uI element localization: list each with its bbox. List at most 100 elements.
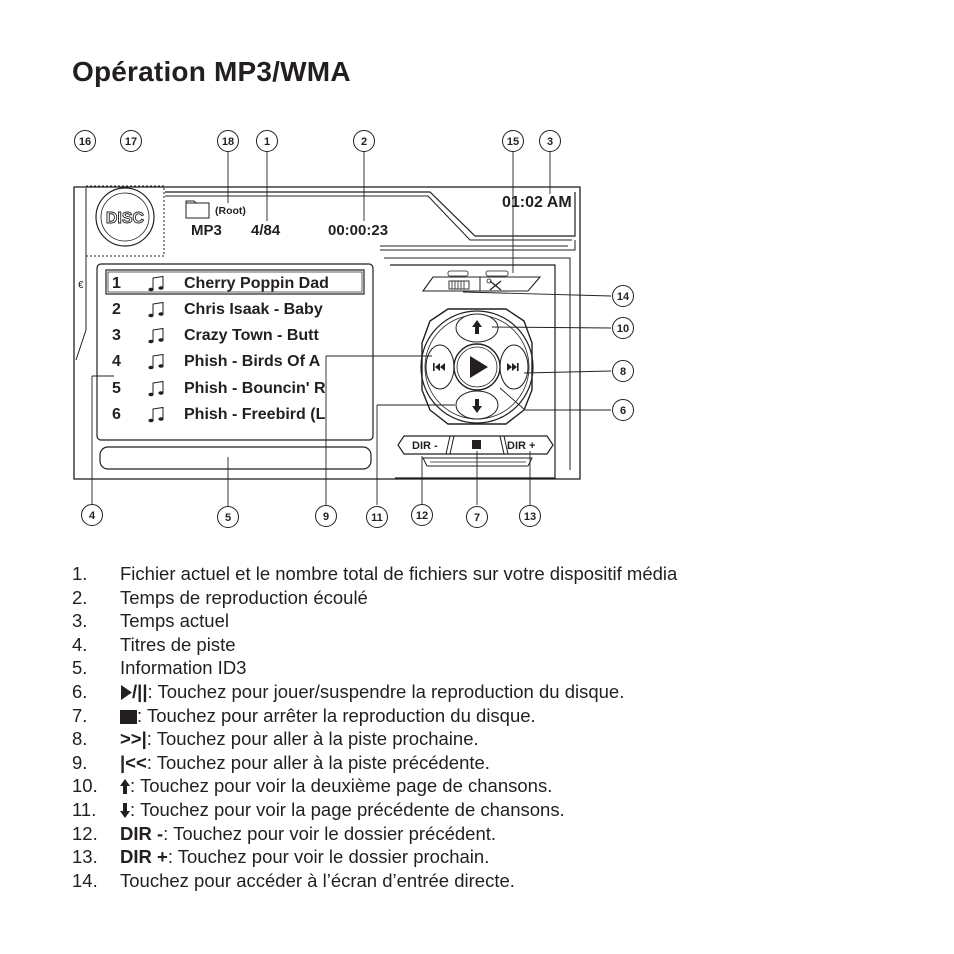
track-number: 2 bbox=[112, 301, 121, 318]
legend-description: : Touchez pour aller à la piste précéden… bbox=[146, 751, 490, 773]
legend-key: DIR + bbox=[120, 846, 168, 868]
direct-entry-button[interactable] bbox=[421, 276, 542, 292]
skip-back-icon bbox=[433, 363, 445, 371]
svg-text:6: 6 bbox=[620, 405, 626, 417]
legend-description: Information ID3 bbox=[120, 657, 247, 679]
legend-text: |<<: Touchez pour aller à la piste précé… bbox=[120, 751, 490, 775]
settings-tools-icon[interactable] bbox=[486, 278, 502, 291]
svg-text:3: 3 bbox=[547, 136, 553, 148]
legend-item: 5.Information ID3 bbox=[72, 656, 892, 680]
legend-description: : Touchez pour voir la page précédente d… bbox=[130, 798, 565, 820]
disc-icon[interactable] bbox=[95, 187, 155, 247]
id3-bar bbox=[99, 446, 372, 470]
page-down-button[interactable] bbox=[455, 390, 499, 420]
legend-number: 4. bbox=[72, 633, 88, 655]
svg-text:7: 7 bbox=[474, 512, 480, 524]
legend-key: >>| bbox=[120, 728, 147, 750]
prev-track-button[interactable] bbox=[425, 344, 455, 390]
track-number: 1 bbox=[112, 275, 121, 292]
legend-number: 12. bbox=[72, 822, 98, 844]
play-pause-button[interactable] bbox=[453, 343, 501, 391]
svg-text:1: 1 bbox=[264, 136, 270, 148]
legend-number: 1. bbox=[72, 563, 88, 584]
track-list-panel bbox=[96, 263, 374, 441]
svg-text:12: 12 bbox=[416, 510, 428, 522]
legend-item: 8.>>|: Touchez pour aller à la piste pro… bbox=[72, 727, 892, 751]
svg-text:15: 15 bbox=[507, 136, 519, 148]
disc-area[interactable] bbox=[85, 185, 165, 257]
disc-label: DISC bbox=[106, 210, 145, 227]
track-highlight[interactable] bbox=[105, 269, 365, 295]
callout-7: 7 bbox=[466, 506, 488, 528]
dir-plus-button[interactable]: DIR + bbox=[507, 440, 535, 452]
callout-10: 10 bbox=[612, 317, 634, 339]
music-note-icon bbox=[152, 275, 164, 289]
legend-description: : Touchez pour voir le dossier précédent… bbox=[163, 822, 497, 844]
callout-2: 2 bbox=[353, 130, 375, 152]
legend-number: 3. bbox=[72, 610, 88, 632]
stop-icon bbox=[120, 705, 137, 726]
play-icon bbox=[120, 681, 132, 702]
legend-number: 7. bbox=[72, 704, 88, 726]
dir-minus-button[interactable]: DIR - bbox=[412, 440, 438, 452]
legend-key: |<< bbox=[120, 751, 147, 773]
svg-text:16: 16 bbox=[79, 136, 91, 148]
legend-item: 9.|<<: Touchez pour aller à la piste pré… bbox=[72, 751, 892, 775]
legend-text: DIR +: Touchez pour voir le dossier proc… bbox=[120, 845, 489, 869]
callout-13: 13 bbox=[519, 505, 541, 527]
legend-text: Temps de reproduction écoulé bbox=[120, 586, 368, 610]
callout-1: 1 bbox=[256, 130, 278, 152]
stop-icon[interactable] bbox=[472, 440, 481, 449]
keypad-icon[interactable] bbox=[448, 280, 470, 290]
legend-key: /|| bbox=[132, 680, 148, 702]
page-up-button[interactable] bbox=[455, 313, 499, 343]
next-track-button[interactable] bbox=[499, 344, 529, 390]
legend-item: 7. : Touchez pour arrêter la reproduction… bbox=[72, 704, 892, 728]
music-note-icon bbox=[152, 327, 164, 341]
legend-number: 10. bbox=[72, 775, 98, 797]
svg-text:18: 18 bbox=[222, 136, 234, 148]
legend-list: 1. Fichier actuel et le nombre total de f… bbox=[72, 562, 892, 892]
svg-text:13: 13 bbox=[524, 511, 536, 523]
track-number: 6 bbox=[112, 406, 121, 423]
arrow-down-icon bbox=[472, 399, 482, 413]
control-panel bbox=[390, 264, 556, 479]
legend-description: : Touchez pour aller à la piste prochain… bbox=[146, 728, 479, 750]
legend-description: Temps actuel bbox=[120, 610, 229, 632]
clock: 01:02 AM bbox=[502, 194, 572, 211]
callout-3: 3 bbox=[539, 130, 561, 152]
svg-text:2: 2 bbox=[361, 136, 367, 148]
file-count: 4/84 bbox=[251, 222, 281, 239]
legend-item: 3. Temps actuel bbox=[72, 609, 892, 633]
arrow-up-icon bbox=[120, 775, 130, 796]
legend-number: 11. bbox=[72, 798, 97, 820]
callout-8: 8 bbox=[612, 360, 634, 382]
format-label: MP3 bbox=[191, 222, 222, 239]
legend-item: 10.: Touchez pour voir la deuxième page … bbox=[72, 774, 892, 798]
track-number: 4 bbox=[112, 353, 121, 370]
legend-number: 14. bbox=[72, 869, 98, 891]
svg-text:17: 17 bbox=[125, 136, 137, 148]
svg-text:8: 8 bbox=[620, 366, 626, 378]
legend-text: Titres de piste bbox=[120, 633, 236, 657]
svg-text:11: 11 bbox=[371, 512, 383, 524]
legend-item: 13.DIR +: Touchez pour voir le dossier p… bbox=[72, 845, 892, 869]
track-title: Phish - Bouncin' R bbox=[184, 380, 326, 397]
legend-text: Fichier actuel et le nombre total de fic… bbox=[120, 562, 677, 586]
skip-forward-icon bbox=[507, 363, 519, 371]
arrow-up-icon bbox=[472, 320, 482, 334]
callout-16: 16 bbox=[74, 130, 96, 152]
svg-text:5: 5 bbox=[225, 512, 231, 524]
music-note-icon bbox=[152, 353, 164, 367]
legend-item: 4. Titres de piste bbox=[72, 633, 892, 657]
elapsed-time: 00:00:23 bbox=[328, 222, 388, 239]
legend-item: 2.Temps de reproduction écoulé bbox=[72, 586, 892, 610]
legend-text: : Touchez pour arrêter la reproduction d… bbox=[120, 704, 536, 728]
